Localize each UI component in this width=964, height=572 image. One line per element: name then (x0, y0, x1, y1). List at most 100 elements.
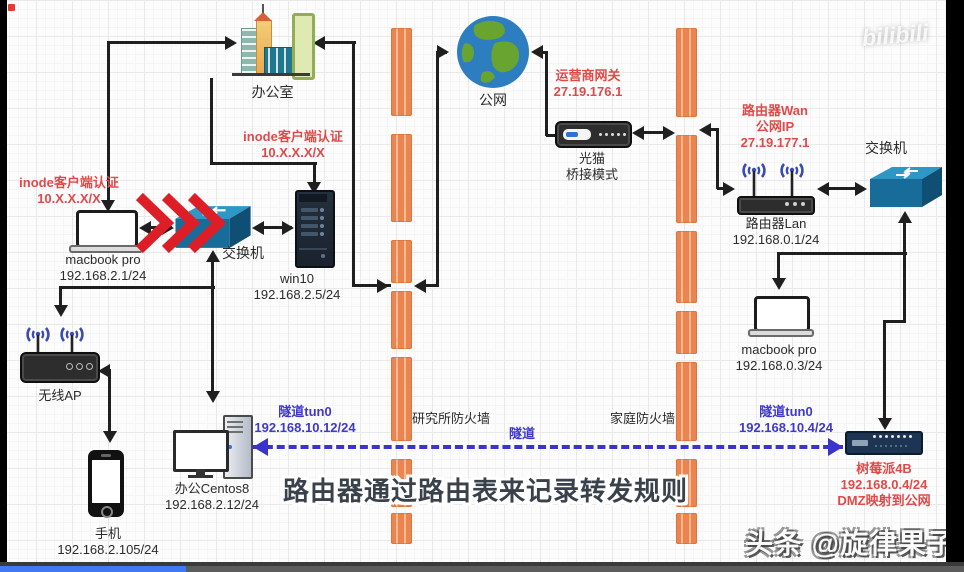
connector-line (436, 51, 439, 286)
arrowhead (663, 126, 675, 140)
arrowhead (225, 36, 237, 50)
firewall-research-label: 研究所防火墙 (412, 411, 491, 426)
router-antenna-icon (742, 160, 766, 203)
connector-line (107, 41, 110, 209)
connector-line (903, 214, 906, 254)
buildings-base (232, 73, 310, 76)
laptop-icon (69, 210, 143, 254)
connector-line (637, 131, 672, 134)
connector-line (822, 187, 864, 190)
office-buildings-icon (228, 4, 315, 80)
firewall-home-wall (676, 362, 697, 441)
arrowhead (531, 45, 543, 59)
globe-icon (455, 15, 532, 90)
office-label: 办公室 (251, 84, 294, 100)
firewall-home-wall (676, 459, 697, 507)
arrowhead (54, 305, 68, 317)
pc-monitor (173, 430, 229, 472)
firewall-research-wall (391, 134, 412, 222)
modem-label: 光猫桥接模式 (565, 151, 618, 182)
connector-line (716, 128, 719, 189)
connector-line (546, 134, 558, 137)
arrowhead (878, 418, 892, 430)
arrowhead (772, 278, 786, 290)
desktop-pc-icon (173, 413, 261, 481)
switch-left-label: 交换机 (222, 245, 264, 261)
firewall-home-label: 家庭防火墙 (610, 411, 676, 426)
raspberry-pi-icon (845, 431, 923, 455)
building-yellow-roof (254, 12, 272, 21)
progress-track[interactable] (186, 566, 964, 572)
router-lan-icon (737, 196, 815, 215)
recording-indicator-icon (8, 4, 15, 11)
phone-speaker (101, 454, 111, 457)
arrowhead (206, 391, 220, 403)
arrowhead (723, 182, 735, 196)
phone-home-button (101, 506, 113, 518)
internet-label: 公网 (479, 92, 507, 108)
arrowhead (206, 250, 220, 262)
connector-line (545, 51, 548, 136)
firewall-home-wall (676, 28, 697, 117)
connector-line (777, 252, 780, 286)
arrowhead (139, 221, 151, 235)
wireless-ap-icon (20, 352, 100, 383)
connector-line (60, 286, 215, 289)
bilibili-watermark: bilibili (860, 19, 930, 51)
connector-line (108, 369, 111, 439)
right-letterbox (946, 0, 964, 572)
modem-icon (555, 121, 632, 148)
connector-line (210, 162, 317, 165)
left-letterbox (0, 0, 7, 572)
pc-monitor-stand (196, 469, 205, 475)
progress-played[interactable] (0, 566, 186, 572)
building-dark-teal (264, 47, 296, 76)
connector-line (211, 253, 214, 288)
connector-line (419, 284, 439, 287)
building-teal (241, 28, 258, 76)
connector-line (779, 252, 907, 255)
tower-pc-icon (295, 190, 335, 268)
firewall-research-wall (391, 357, 412, 441)
connector-line (318, 41, 356, 44)
firewall-research-wall (391, 513, 412, 544)
router-antenna-icon (780, 160, 804, 203)
firewall-research-wall (391, 291, 412, 349)
switch-icon (866, 164, 944, 210)
arrowhead (98, 364, 110, 378)
connector-line (256, 226, 292, 229)
arrowhead (699, 123, 711, 137)
connector-line (352, 41, 355, 287)
arrowhead (282, 221, 294, 235)
firewall-home-wall (676, 311, 697, 354)
arrowhead (101, 200, 115, 212)
tunnel-label: 隧道 (508, 426, 535, 441)
pi-sdcard-slot (852, 440, 868, 446)
switch-right-label: 交换机 (865, 140, 907, 156)
video-progress-bar[interactable] (0, 562, 964, 572)
toutiao-watermark: 头条 @旋律果子 (744, 528, 956, 559)
building-antenna (262, 4, 264, 13)
tunnel-line (253, 445, 843, 449)
phone-icon (88, 450, 128, 521)
connector-line (353, 284, 391, 287)
firewall-home-wall (676, 513, 697, 544)
arrowhead (414, 279, 426, 293)
firewall-research-wall (391, 459, 412, 507)
connector-line (211, 286, 214, 398)
connector-line (59, 286, 62, 312)
arrowhead (377, 279, 389, 293)
connector-line (883, 320, 886, 424)
connector-line (210, 78, 213, 164)
arrowhead (855, 182, 867, 196)
